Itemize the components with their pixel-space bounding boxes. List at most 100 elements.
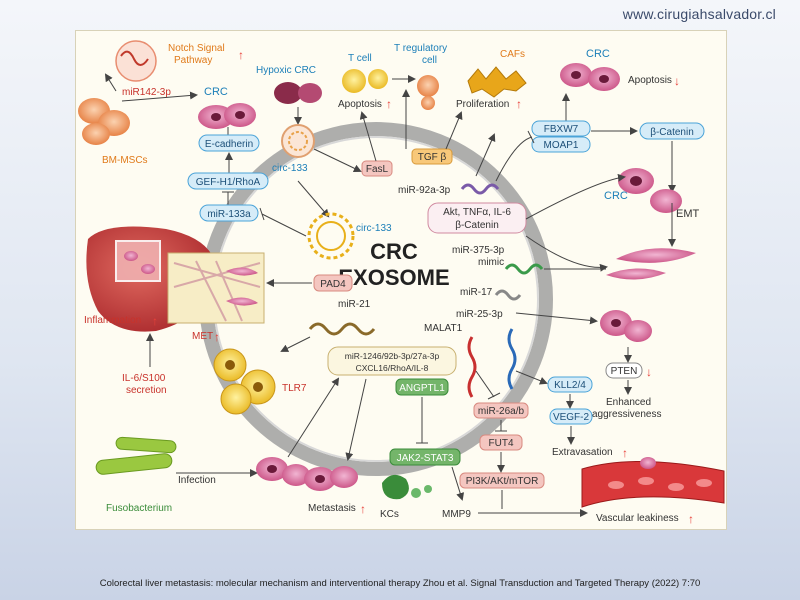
- label-angptl1: ANGPTL1: [399, 383, 445, 394]
- extravasating-cell: [640, 457, 656, 469]
- label-pathway: Pathway: [174, 55, 212, 66]
- cafs-cells: [467, 66, 527, 98]
- figure-panel: CRC EXOSOME Notch Signal Pathway ↑ miR14…: [75, 30, 727, 530]
- emt-spindle-cell: [616, 248, 696, 263]
- label-proliferation: Proliferation: [456, 99, 509, 110]
- blood-vessel: [581, 460, 725, 508]
- circ133-top-vesicle: [281, 124, 315, 158]
- label-bcatenin: β-Catenin: [650, 127, 694, 138]
- label-enh2: aggressiveness: [592, 409, 661, 420]
- jak-box: [389, 448, 461, 466]
- fasl-box: [361, 160, 393, 177]
- label-moap1: MOAP1: [543, 140, 578, 151]
- mir17-strand: [494, 289, 522, 301]
- label-hypoxic: Hypoxic CRC: [256, 65, 316, 76]
- label-mir1246a: miR-1246/92b-3p/27a-3p: [345, 351, 440, 361]
- mir133a-box: [199, 204, 259, 222]
- tgfb-box: [411, 148, 453, 165]
- figure-caption: Colorectal liver metastasis: molecular m…: [99, 578, 701, 589]
- svg-text:↑: ↑: [152, 314, 158, 328]
- label-met: MET: [192, 331, 213, 342]
- label-mir375b: mimic: [478, 257, 504, 268]
- svg-text:↓: ↓: [674, 74, 680, 88]
- svg-text:↓: ↓: [646, 365, 652, 379]
- met-detail-box: [167, 252, 265, 324]
- label-mir25: miR-25-3p: [456, 309, 503, 320]
- label-circ133-inner: circ-133: [356, 223, 392, 234]
- label-metastasis: Metastasis: [308, 503, 356, 514]
- label-kcs: KCs: [380, 509, 399, 520]
- mir25-strand: [507, 328, 517, 390]
- label-pad4: PAD4: [320, 279, 346, 290]
- ecadherin-box: [198, 134, 260, 152]
- center-title-exosome: EXOSOME: [338, 265, 449, 290]
- label-bm-mscs: BM-MSCs: [102, 155, 148, 166]
- label-crc-top: CRC: [204, 86, 228, 98]
- label-fut4: FUT4: [489, 438, 514, 449]
- angptl1-box: [395, 378, 449, 396]
- svg-text:↑: ↑: [386, 97, 392, 111]
- label-mmp9: MMP9: [442, 509, 471, 520]
- label-pi3k: PI3K/AKt/mTOR: [466, 476, 539, 487]
- kll-box: [547, 376, 593, 393]
- label-notch: Notch Signal: [168, 43, 225, 54]
- label-treg1: T regulatory: [394, 43, 447, 54]
- label-jak: JAK2-STAT3: [397, 453, 454, 464]
- label-akt1: Akt, TNFα, IL-6: [443, 207, 511, 218]
- label-mir21: miR-21: [338, 299, 371, 310]
- label-crc-right-top: CRC: [586, 48, 610, 60]
- fbxw7-box: [531, 120, 591, 137]
- label-vascular: Vascular leakiness: [596, 513, 679, 524]
- vegf-box: [549, 408, 593, 425]
- kcs-cells: [382, 474, 409, 500]
- label-crc-right: CRC: [604, 190, 628, 202]
- label-fbxw7: FBXW7: [544, 124, 579, 135]
- label-mir17: miR-17: [460, 287, 493, 298]
- label-il6b: secretion: [126, 385, 167, 396]
- svg-text:↑: ↑: [688, 512, 694, 526]
- tcell: [342, 69, 366, 93]
- label-tgfb: TGF β: [418, 152, 447, 163]
- pi3k-box: [459, 472, 545, 489]
- label-il6a: IL-6/S100: [122, 373, 166, 384]
- label-cafs: CAFs: [500, 49, 525, 60]
- label-treg2: cell: [422, 55, 437, 66]
- label-infection: Infection: [178, 475, 216, 486]
- label-tlr7: TLR7: [282, 383, 307, 394]
- label-apoptosis-mid: Apoptosis: [338, 99, 382, 110]
- mir92a-strand: [460, 183, 500, 195]
- label-tcell: T cell: [348, 53, 372, 64]
- label-mir92a: miR-92a-3p: [398, 185, 451, 196]
- label-vegf: VEGF-2: [553, 412, 590, 423]
- label-circ133-top: circ-133: [272, 163, 308, 174]
- svg-text:↑: ↑: [360, 502, 366, 516]
- label-pten: PTEN: [611, 366, 638, 377]
- label-apoptosis-right: Apoptosis: [628, 75, 672, 86]
- treg-cell: [417, 75, 439, 97]
- label-mir142: miR142-3p: [122, 87, 171, 98]
- fut4-box: [479, 434, 523, 451]
- malat1-strand: [467, 336, 477, 398]
- label-fuso: Fusobacterium: [106, 503, 172, 514]
- center-title-crc: CRC: [370, 239, 418, 264]
- gef-box: [187, 172, 269, 190]
- label-enh1: Enhanced: [606, 397, 651, 408]
- circ133-inner: [307, 212, 355, 260]
- label-mir1246b: CXCL16/RhoA/IL-8: [356, 363, 429, 373]
- label-inflammation: Inflammation: [84, 315, 141, 326]
- hypoxic-cell: [274, 82, 302, 104]
- label-gef: GEF-H1/RhoA: [196, 177, 261, 188]
- watermark-url: www.cirugiahsalvador.cl: [622, 6, 776, 22]
- liver-zoom-box: [115, 240, 161, 282]
- diagram-canvas: CRC EXOSOME Notch Signal Pathway ↑ miR14…: [78, 40, 725, 526]
- label-malat1: MALAT1: [424, 323, 463, 334]
- mir26-box: [473, 402, 529, 419]
- notch-up-arrow: ↑: [238, 48, 244, 62]
- svg-text:↑: ↑: [622, 446, 628, 460]
- mir375-strand: [504, 263, 544, 275]
- label-mir375a: miR-375-3p: [452, 245, 505, 256]
- mir1246-box: [327, 346, 457, 376]
- fusobacterium: [95, 453, 173, 475]
- label-extravasation: Extravasation: [552, 447, 613, 458]
- label-ecadherin: E-cadherin: [205, 139, 253, 150]
